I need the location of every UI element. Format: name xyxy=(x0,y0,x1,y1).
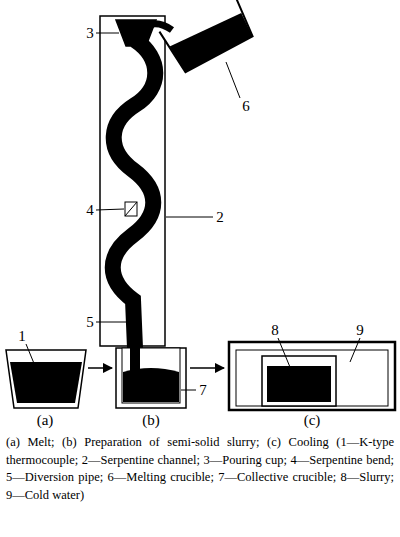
cold-water-tank xyxy=(229,342,395,410)
callout-number: 9 xyxy=(356,323,364,338)
process-arrow xyxy=(190,367,224,369)
panel-label: (a) xyxy=(37,413,54,428)
callout-number: 4 xyxy=(86,203,94,218)
leader-lines xyxy=(26,33,360,390)
panel-label: (b) xyxy=(142,413,160,428)
serpentine-bend-mark xyxy=(125,202,137,216)
callout-number: 5 xyxy=(86,315,94,330)
callout-number: 1 xyxy=(18,329,26,344)
melting-crucible xyxy=(159,0,256,74)
melt-crucible xyxy=(6,350,86,408)
callout-number: 3 xyxy=(86,26,94,41)
serpentine-channel xyxy=(113,40,156,348)
figure-caption: (a) Melt; (b) Preparation of semi-solid … xyxy=(6,434,394,504)
callout-number: 2 xyxy=(216,210,224,225)
pour-stream xyxy=(146,24,172,30)
slurry xyxy=(267,366,331,402)
callout-number: 8 xyxy=(271,323,279,338)
panel-label: (c) xyxy=(304,413,321,428)
callout-number: 7 xyxy=(199,383,207,398)
callout-number: 6 xyxy=(242,99,250,114)
slurry-crucible xyxy=(262,356,336,406)
collective-crucible xyxy=(116,348,186,408)
process-arrow xyxy=(88,367,112,369)
